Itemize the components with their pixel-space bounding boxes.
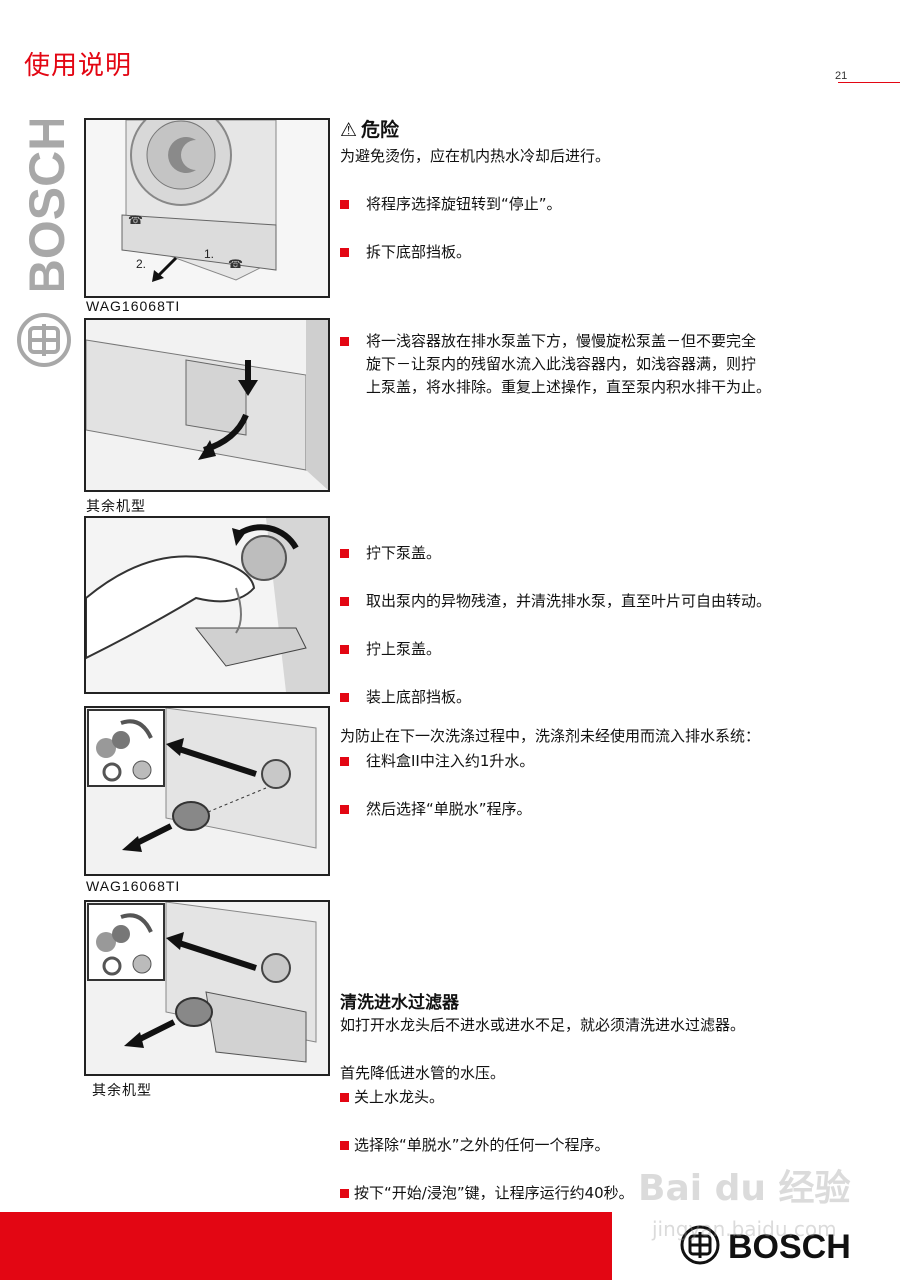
list-item: 然后选择“单脱水”程序。 (340, 798, 532, 821)
figure-caption: 其余机型 (86, 498, 146, 514)
list-item: 拆下底部挡板。 (340, 241, 471, 264)
bullet-square-icon (340, 645, 349, 654)
bosch-logo-icon (17, 313, 71, 367)
figure-unscrew-pump (84, 516, 330, 694)
warning-triangle-icon: ⚠ (340, 119, 358, 141)
pump-filter-open-illustration (86, 902, 328, 1074)
figure-panel-release (84, 318, 330, 492)
paragraph-line: 上泵盖，将水排除。重复上述操作，直至泵内积水排干为止。 (366, 378, 772, 396)
washer-front-illustration: ☎ ☎ 1. 2. (86, 120, 328, 296)
svg-text:jingyan.baidu.com: jingyan.baidu.com (651, 1217, 837, 1241)
svg-text:☎: ☎ (228, 257, 243, 271)
svg-text:BOSCH: BOSCH (728, 1228, 851, 1266)
list-item: 选择除“单脱水”之外的任何一个程序。 (340, 1134, 610, 1157)
bullet-square-icon (340, 1189, 349, 1198)
bullet-square-icon (340, 200, 349, 209)
danger-heading: ⚠危险 (340, 115, 399, 142)
list-item: 往料盒II中注入约1升水。 (340, 750, 534, 773)
svg-text:1.: 1. (204, 247, 214, 261)
danger-intro: 为避免烫伤，应在机内热水冷却后进行。 (340, 147, 611, 165)
paragraph-line: 将一浅容器放在排水泵盖下方，慢慢旋松泵盖－但不要完全 (366, 332, 757, 350)
figure-caption: WAG16068TI (86, 878, 181, 894)
inlet-filter-heading: 清洗进水过滤器 (340, 993, 459, 1013)
figure-remove-panel: ☎ ☎ 1. 2. (84, 118, 330, 298)
bullet-square-icon (340, 597, 349, 606)
svg-text:☎: ☎ (128, 213, 143, 227)
page-number: 21 (835, 70, 848, 82)
svg-text:Bai du 经验: Bai du 经验 (638, 1168, 851, 1209)
figure-caption: 其余机型 (92, 1082, 152, 1098)
figure-pump-detail-other (84, 900, 330, 1076)
figure-pump-detail-wag (84, 706, 330, 876)
list-item: 拧上泵盖。 (340, 638, 441, 661)
bullet-square-icon (340, 805, 349, 814)
list-item: 将一浅容器放在排水泵盖下方，慢慢旋松泵盖－但不要完全 旋下－让泵内的残留水流入此… (340, 330, 900, 399)
list-item: 将程序选择旋钮转到“停止”。 (340, 193, 562, 216)
bullet-square-icon (340, 693, 349, 702)
page-number-rule (838, 82, 900, 83)
bottom-panel-illustration (86, 320, 328, 490)
bullet-square-icon (340, 1141, 349, 1150)
bosch-logo-icon (680, 1225, 720, 1265)
svg-text:BOSCH: BOSCH (19, 120, 75, 290)
bullet-square-icon (340, 337, 349, 346)
danger-title: 危险 (361, 119, 400, 141)
prevent-intro: 为防止在下一次洗涤过程中，洗涤剂未经使用而流入排水系统： (340, 727, 761, 745)
side-brand-wordmark: BOSCH (19, 120, 75, 290)
paragraph-line: 旋下－让泵内的残留水流入此浅容器内，如浅容器满，则拧 (366, 355, 757, 373)
inlet-filter-step-intro: 首先降低进水管的水压。 (340, 1064, 506, 1082)
list-item: 按下“开始/浸泡”键，让程序运行约40秒。 (340, 1182, 634, 1205)
pump-cover-hand-illustration (86, 518, 328, 692)
list-item: 取出泵内的异物残渣，并清洗排水泵，直至叶片可自由转动。 (340, 590, 771, 613)
inlet-filter-intro: 如打开水龙头后不进水或进水不足，就必须清洗进水过滤器。 (340, 1016, 746, 1034)
list-item: 拧下泵盖。 (340, 542, 441, 565)
baidu-jingyan-watermark: Bai du 经验 jingyan.baidu.com (638, 1168, 851, 1241)
page-title: 使用说明 (24, 51, 133, 81)
footer-brand-panel (612, 1212, 900, 1280)
svg-text:2.: 2. (136, 257, 146, 271)
list-item: 关上水龙头。 (340, 1086, 444, 1109)
footer-brand-logo: BOSCH (680, 1225, 851, 1266)
figure-caption: WAG16068TI (86, 298, 181, 314)
bullet-square-icon (340, 1093, 349, 1102)
list-item: 装上底部挡板。 (340, 686, 471, 709)
pump-filter-illustration (86, 708, 328, 874)
bullet-square-icon (340, 757, 349, 766)
bullet-square-icon (340, 248, 349, 257)
bullet-square-icon (340, 549, 349, 558)
